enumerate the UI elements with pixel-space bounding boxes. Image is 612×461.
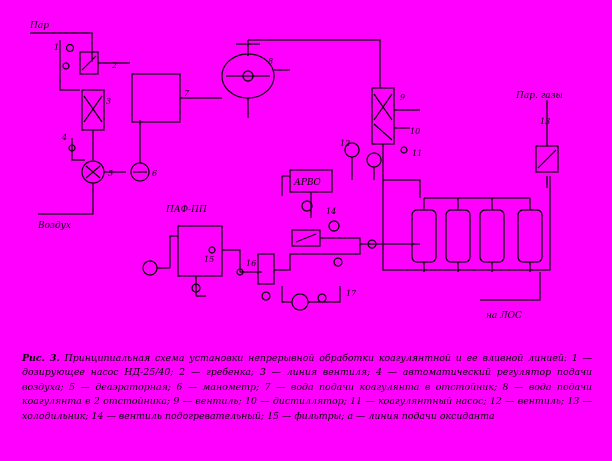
component-number: 16	[246, 259, 256, 268]
valve-right-1	[400, 146, 408, 154]
label-bottom-left: Воздух	[37, 221, 71, 231]
component-number: 15	[204, 255, 214, 264]
component-number: 13	[540, 117, 550, 126]
component-number: 4	[61, 133, 67, 142]
component-number: 6	[152, 169, 157, 178]
component-number: 3	[106, 97, 111, 106]
lower-pump	[291, 293, 309, 311]
label-bottom-right: на ЛОС	[486, 311, 522, 321]
outlet-line	[480, 272, 541, 301]
component-number: 12	[340, 139, 350, 148]
component-number: 9	[400, 93, 405, 102]
process-flow-schematic: Пар Воздух ПАФ-ПП Пар. газы на ЛОС АРВО …	[29, 21, 563, 321]
component-number: 8	[268, 57, 273, 66]
filter-battery	[383, 179, 543, 272]
component-number: 5	[108, 169, 113, 178]
caption-text: Принципиальная схема установки непрерывн…	[22, 353, 593, 422]
label-top-right: Пар. газы	[515, 91, 563, 101]
component-number: 2	[111, 61, 117, 70]
component-number: 10	[410, 127, 420, 136]
lower-pump-box	[257, 253, 275, 285]
component-number: 17	[346, 289, 357, 298]
mixing-vessel	[177, 225, 223, 277]
component-number: 7	[184, 89, 190, 98]
label-control-box: АРВО	[293, 178, 321, 188]
figure-label: Рис. 3.	[22, 353, 60, 364]
figure-caption: Рис. 3. Принципиальная схема установки н…	[22, 352, 592, 452]
steam-valve	[65, 43, 75, 53]
label-ngp: ПАФ-ПП	[165, 205, 207, 215]
component-number: 14	[326, 207, 336, 216]
reservoir-tank	[131, 73, 181, 123]
agitator-motor	[142, 260, 158, 276]
steam-inlet-line	[30, 32, 93, 62]
component-number: 11	[412, 149, 422, 158]
label-top-left: Пар	[29, 21, 49, 31]
valve-left-1	[62, 62, 70, 70]
pump-right	[366, 152, 382, 168]
valve-feed	[367, 239, 377, 249]
component-number: 1	[54, 43, 59, 52]
valve-mixer	[328, 220, 340, 232]
